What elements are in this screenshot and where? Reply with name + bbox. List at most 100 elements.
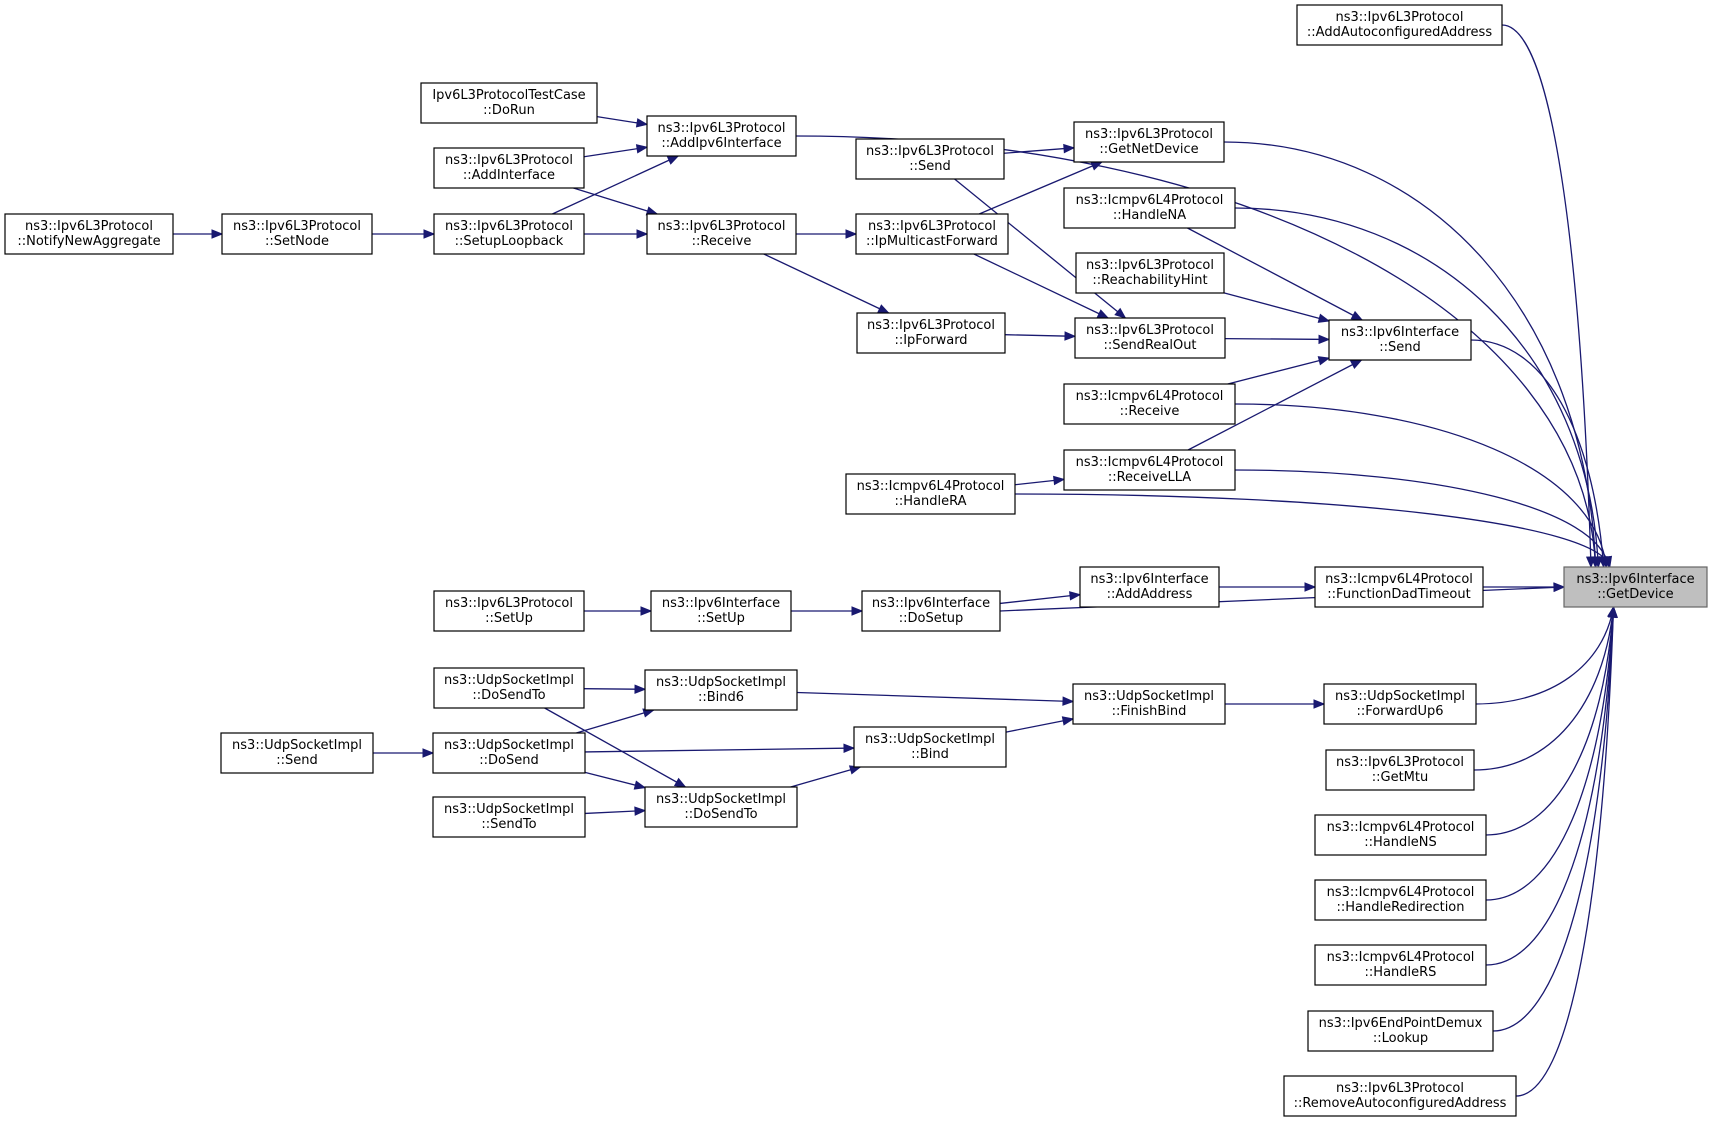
arrowhead [635,118,649,128]
node-l3setup[interactable]: ns3::Ipv6L3Protocol::SetUp [433,590,585,632]
arrowhead [1313,699,1326,709]
node-label: ::DoRun [483,103,535,118]
node-ipmcast[interactable]: ns3::Ipv6L3Protocol::IpMulticastForward [855,213,1009,255]
node-box[interactable] [845,473,1016,515]
node-box[interactable] [433,147,585,189]
node-addinterface[interactable]: ns3::Ipv6L3Protocol::AddInterface [433,147,585,189]
node-ifsetup[interactable]: ns3::Ipv6Interface::SetUp [650,590,792,632]
node-box[interactable] [1314,879,1487,921]
node-box[interactable] [644,786,798,828]
edge-line [544,707,686,788]
node-box[interactable] [433,590,585,632]
node-box[interactable] [1296,4,1503,46]
node-label: ns3::Icmpv6L4Protocol [1076,389,1224,404]
node-box[interactable] [646,213,797,255]
node-label: ::GetMtu [1372,770,1428,785]
node-handlens[interactable]: ns3::Icmpv6L4Protocol::HandleNS [1314,814,1487,856]
node-receivella[interactable]: ns3::Icmpv6L4Protocol::ReceiveLLA [1063,449,1236,491]
node-label: ::ForwardUp6 [1356,704,1443,719]
node-box[interactable] [433,667,585,709]
node-testcase[interactable]: Ipv6L3ProtocolTestCase::DoRun [420,82,598,124]
node-finishbind[interactable]: ns3::UdpSocketImpl::FinishBind [1072,683,1226,725]
node-box[interactable] [1072,683,1226,725]
node-label: ::SendRealOut [1103,338,1196,353]
node-box[interactable] [4,213,174,255]
node-box[interactable] [1314,814,1487,856]
node-handlena[interactable]: ns3::Icmpv6L4Protocol::HandleNA [1063,187,1236,229]
node-box[interactable] [861,590,1001,632]
node-reachhint[interactable]: ns3::Ipv6L3Protocol::ReachabilityHint [1075,252,1225,294]
node-box[interactable] [1283,1075,1517,1117]
node-box[interactable] [1307,1010,1494,1052]
node-box[interactable] [433,213,585,255]
node-notifyagg[interactable]: ns3::Ipv6L3Protocol::NotifyNewAggregate [4,213,174,255]
node-handlers[interactable]: ns3::Icmpv6L4Protocol::HandleRS [1314,944,1487,986]
node-box[interactable] [1074,317,1226,359]
edge-dosendto1-to-bind6 [583,684,647,694]
node-box[interactable] [1325,749,1475,791]
node-box[interactable] [1328,319,1472,361]
node-box[interactable] [853,726,1007,768]
node-dadtimeout[interactable]: ns3::Icmpv6L4Protocol::FunctionDadTimeou… [1314,566,1484,608]
node-setuploop[interactable]: ns3::Ipv6L3Protocol::SetupLoopback [433,213,585,255]
node-ipforward[interactable]: ns3::Ipv6L3Protocol::IpForward [856,312,1006,354]
node-box[interactable] [221,213,373,255]
node-dosend[interactable]: ns3::UdpSocketImpl::DoSend [432,732,586,774]
node-label: ::IpForward [894,333,967,348]
arrowhead [1317,356,1331,366]
node-label: ::SetNode [265,234,329,249]
node-addaddress[interactable]: ns3::Ipv6Interface::AddAddress [1079,566,1220,608]
node-box[interactable] [420,82,598,124]
node-dosendto1[interactable]: ns3::UdpSocketImpl::DoSendTo [433,667,585,709]
node-box[interactable] [856,312,1006,354]
node-box[interactable] [1323,683,1477,725]
node-label: ::HandleNS [1364,835,1437,850]
node-box[interactable] [855,138,1005,180]
node-handleredir[interactable]: ns3::Icmpv6L4Protocol::HandleRedirection [1314,879,1487,921]
node-getdevice[interactable]: ns3::Ipv6Interface::GetDevice [1563,566,1708,608]
node-handlera[interactable]: ns3::Icmpv6L4Protocol::HandleRA [845,473,1016,515]
node-sendrealout[interactable]: ns3::Ipv6L3Protocol::SendRealOut [1074,317,1226,359]
node-icmpreceive[interactable]: ns3::Icmpv6L4Protocol::Receive [1063,383,1236,425]
arrowhead [877,304,890,314]
node-getnetdev[interactable]: ns3::Ipv6L3Protocol::GetNetDevice [1073,121,1225,163]
node-sendto[interactable]: ns3::UdpSocketImpl::SendTo [432,796,586,838]
edge-line [1187,359,1362,451]
node-box[interactable] [644,669,798,711]
node-dosendto2[interactable]: ns3::UdpSocketImpl::DoSendTo [644,786,798,828]
node-box[interactable] [646,115,797,157]
node-forwardup6[interactable]: ns3::UdpSocketImpl::ForwardUp6 [1323,683,1477,725]
node-box[interactable] [432,732,586,774]
node-bind[interactable]: ns3::UdpSocketImpl::Bind [853,726,1007,768]
node-lookup[interactable]: ns3::Ipv6EndPointDemux::Lookup [1307,1010,1494,1052]
node-box[interactable] [855,213,1009,255]
node-receive[interactable]: ns3::Ipv6L3Protocol::Receive [646,213,797,255]
node-box[interactable] [1063,187,1236,229]
node-box[interactable] [1079,566,1220,608]
node-udpsend[interactable]: ns3::UdpSocketImpl::Send [220,732,374,774]
node-box[interactable] [1073,121,1225,163]
node-removeautoaddr[interactable]: ns3::Ipv6L3Protocol::RemoveAutoconfigure… [1283,1075,1517,1117]
node-box[interactable] [1314,566,1484,608]
node-box[interactable] [1314,944,1487,986]
node-dosetup[interactable]: ns3::Ipv6Interface::DoSetup [861,590,1001,632]
node-box[interactable] [432,796,586,838]
node-getmtu[interactable]: ns3::Ipv6L3Protocol::GetMtu [1325,749,1475,791]
edge-line [796,691,1074,703]
node-setnode[interactable]: ns3::Ipv6L3Protocol::SetNode [221,213,373,255]
edge-removeautoaddr-to-getdevice [1515,605,1618,1097]
node-l3send[interactable]: ns3::Ipv6L3Protocol::Send [855,138,1005,180]
arrowhead [673,777,687,788]
node-box[interactable] [1063,449,1236,491]
node-ifsend[interactable]: ns3::Ipv6Interface::Send [1328,319,1472,361]
node-label: ns3::UdpSocketImpl [444,738,574,753]
node-addipv6if[interactable]: ns3::Ipv6L3Protocol::AddIpv6Interface [646,115,797,157]
node-box[interactable] [1063,383,1236,425]
node-box[interactable] [650,590,792,632]
node-bind6[interactable]: ns3::UdpSocketImpl::Bind6 [644,669,798,711]
edge-setuploop-to-receive [584,229,649,239]
node-box[interactable] [1563,566,1708,608]
node-box[interactable] [1075,252,1225,294]
node-box[interactable] [220,732,374,774]
node-addautoaddr[interactable]: ns3::Ipv6L3Protocol::AddAutoconfiguredAd… [1296,4,1503,46]
